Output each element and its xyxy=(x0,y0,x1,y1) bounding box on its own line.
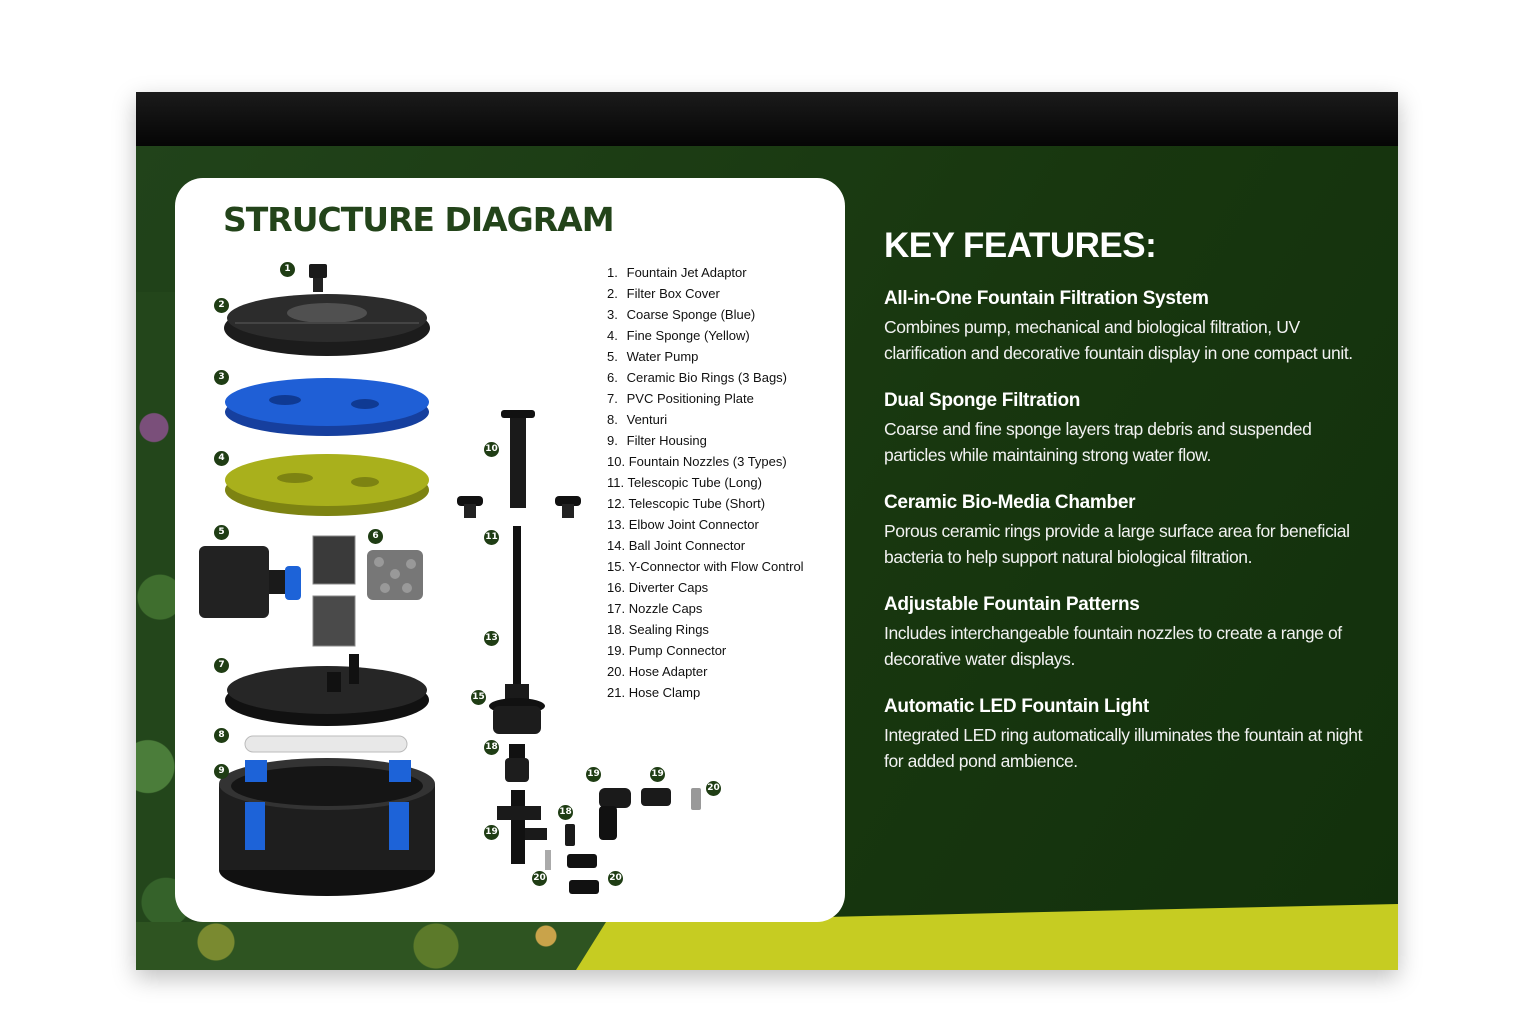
parts-list-item: 18. Sealing Rings xyxy=(607,622,709,637)
parts-list-item: 6. Ceramic Bio Rings (3 Bags) xyxy=(607,370,788,385)
venturi-part xyxy=(244,735,408,753)
feature-item: Automatic LED Fountain Light Integrated … xyxy=(884,696,1364,774)
parts-list-item: 15. Y-Connector with Flow Control xyxy=(607,559,804,574)
parts-list-item: 11. Telescopic Tube (Long) xyxy=(607,475,762,490)
part-badge: 6 xyxy=(368,529,383,544)
feature-description: Includes interchangeable fountain nozzle… xyxy=(884,623,1342,669)
structure-diagram-title: STRUCTURE DIAGRAM xyxy=(223,200,615,239)
y-connector-part xyxy=(497,790,547,864)
feature-title: Automatic LED Fountain Light xyxy=(884,696,1149,717)
part-badge: 7 xyxy=(214,658,229,673)
feature-item: Adjustable Fountain Patterns Includes in… xyxy=(884,594,1364,672)
part-badge: 20 xyxy=(532,871,547,886)
part-badge: 9 xyxy=(214,764,229,779)
parts-list-item: 14. Ball Joint Connector xyxy=(607,538,746,553)
part-badge: 3 xyxy=(214,370,229,385)
part-badge: 19 xyxy=(484,825,499,840)
water-pump-part xyxy=(199,546,301,618)
parts-list-item: 3. Coarse Sponge (Blue) xyxy=(607,307,756,322)
part-badge: 19 xyxy=(650,767,665,782)
part-badge: 11 xyxy=(484,530,499,545)
fountain-nozzles-part xyxy=(457,410,581,518)
feature-item: Dual Sponge Filtration Coarse and fine s… xyxy=(884,390,1364,468)
filter-housing-part xyxy=(219,758,435,896)
part-badge: 2 xyxy=(214,298,229,313)
feature-description: Integrated LED ring automatically illumi… xyxy=(884,725,1363,771)
key-features-section: KEY FEATURES: All-in-One Fountain Filtra… xyxy=(884,226,1364,798)
part-badge: 1 xyxy=(280,262,295,277)
telescopic-tube-long-part xyxy=(513,526,521,706)
parts-list-item: 17. Nozzle Caps xyxy=(607,601,703,616)
ball-joint-connector-part xyxy=(489,684,545,734)
parts-list-item: 20. Hose Adapter xyxy=(607,664,708,679)
feature-item: Ceramic Bio-Media Chamber Porous ceramic… xyxy=(884,492,1364,570)
part-badge: 15 xyxy=(471,690,486,705)
parts-list-item: 2. Filter Box Cover xyxy=(607,286,720,301)
coarse-sponge-blue-part xyxy=(225,378,429,436)
parts-list-item: 13. Elbow Joint Connector xyxy=(607,517,759,532)
part-badge: 10 xyxy=(484,442,499,457)
part-badge: 18 xyxy=(558,805,573,820)
part-badge: 18 xyxy=(484,740,499,755)
parts-list-item: 8. Venturi xyxy=(607,412,668,427)
sealing-ring-part xyxy=(505,744,529,782)
box-top-edge xyxy=(136,92,1398,146)
feature-title: Dual Sponge Filtration xyxy=(884,390,1081,411)
feature-description: Combines pump, mechanical and biological… xyxy=(884,317,1353,363)
fountain-jet-adaptor-part xyxy=(309,264,327,292)
parts-list-item: 9. Filter Housing xyxy=(607,433,707,448)
parts-list-item: 1. Fountain Jet Adaptor xyxy=(607,265,747,280)
filter-box-cover-part xyxy=(224,294,430,356)
parts-list-item: 19. Pump Connector xyxy=(607,643,727,658)
pvc-positioning-plate-part xyxy=(225,654,429,726)
parts-list-item: 12. Telescopic Tube (Short) xyxy=(607,496,766,511)
feature-title: Adjustable Fountain Patterns xyxy=(884,594,1140,615)
foliage-bottom xyxy=(136,922,606,970)
parts-list: 1. Fountain Jet Adaptor 2. Filter Box Co… xyxy=(607,262,804,703)
feature-title: Ceramic Bio-Media Chamber xyxy=(884,492,1136,513)
feature-item: All-in-One Fountain Filtration System Co… xyxy=(884,288,1364,366)
parts-list-item: 5. Water Pump xyxy=(607,349,699,364)
ceramic-bio-rings-part xyxy=(312,535,423,647)
elbow-joint-connector-part xyxy=(599,788,671,840)
small-fittings-part xyxy=(545,788,701,894)
feature-description: Coarse and fine sponge layers trap debri… xyxy=(884,419,1312,465)
key-features-title: KEY FEATURES: xyxy=(884,226,1157,265)
structure-diagram-panel: STRUCTURE DIAGRAM xyxy=(175,178,845,922)
parts-list-item: 4. Fine Sponge (Yellow) xyxy=(607,328,750,343)
parts-list-item: 7. PVC Positioning Plate xyxy=(607,391,754,406)
part-badge: 13 xyxy=(484,631,499,646)
part-badge: 20 xyxy=(706,781,721,796)
part-badge: 20 xyxy=(608,871,623,886)
part-badge: 19 xyxy=(586,767,601,782)
feature-description: Porous ceramic rings provide a large sur… xyxy=(884,521,1350,567)
feature-title: All-in-One Fountain Filtration System xyxy=(884,288,1209,309)
part-badge: 8 xyxy=(214,728,229,743)
parts-list-item: 10. Fountain Nozzles (3 Types) xyxy=(607,454,787,469)
exploded-parts-diagram xyxy=(199,264,701,896)
parts-list-item: 16. Diverter Caps xyxy=(607,580,709,595)
part-badge: 5 xyxy=(214,525,229,540)
part-badge: 4 xyxy=(214,451,229,466)
fine-sponge-yellow-part xyxy=(225,454,429,516)
parts-list-item: 21. Hose Clamp xyxy=(607,685,701,700)
